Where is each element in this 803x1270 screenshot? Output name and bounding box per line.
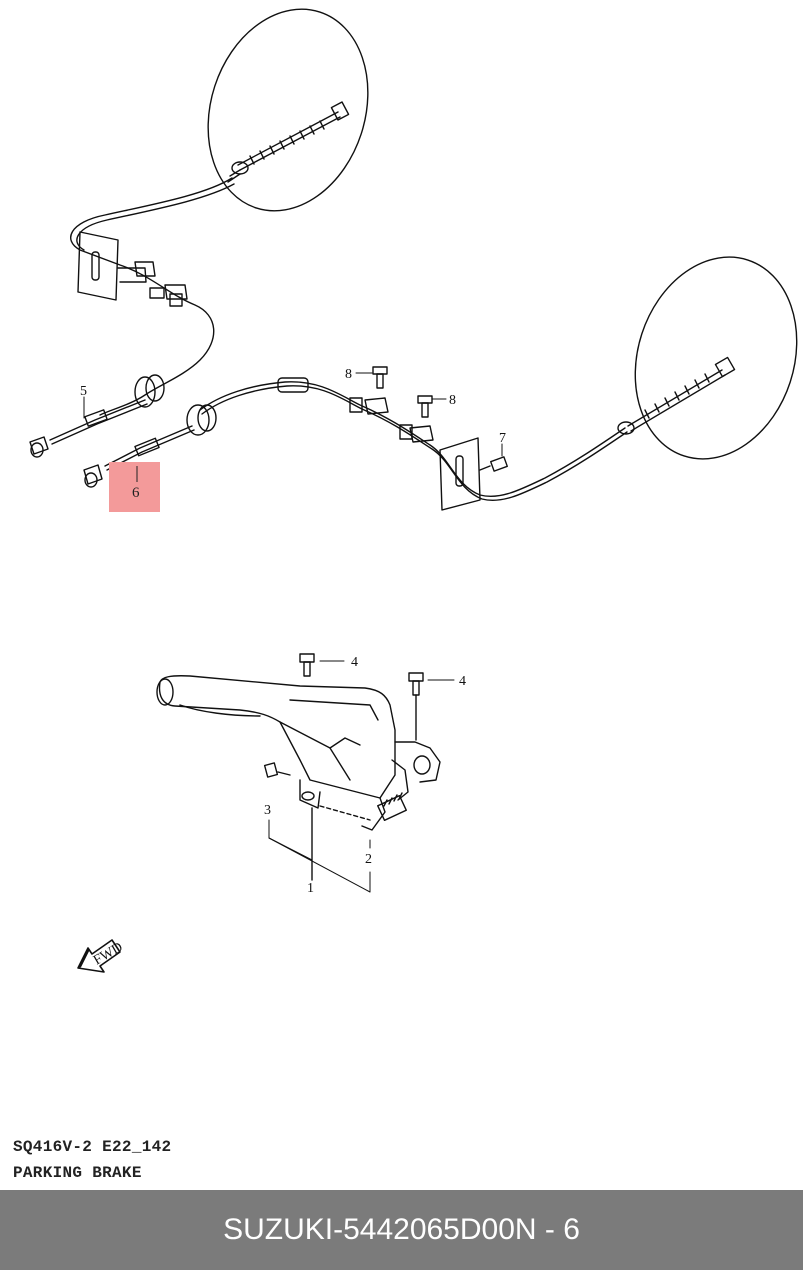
left-cable-clips xyxy=(134,261,188,307)
callout-8-right: 8 xyxy=(449,393,456,408)
right-cable xyxy=(199,381,626,497)
right-cable-clips xyxy=(349,397,434,443)
diagram-code: SQ416V-2 E22_142 xyxy=(13,1138,172,1156)
left-cable-end xyxy=(227,101,350,183)
right-cable-end xyxy=(617,356,736,435)
left-cable xyxy=(70,177,233,416)
callout-1: 1 xyxy=(307,881,314,896)
footer-separator: - xyxy=(333,1213,344,1246)
bolt-4-left xyxy=(299,653,315,677)
right-brake-drum xyxy=(634,256,798,460)
callout-5: 5 xyxy=(80,384,87,399)
bolt-3 xyxy=(263,762,291,778)
cable-5-end xyxy=(29,399,148,458)
highlight-box-part-6 xyxy=(109,462,160,512)
footer-brand: SUZUKI xyxy=(223,1213,334,1246)
callout-3: 3 xyxy=(264,803,271,818)
callout-7: 7 xyxy=(499,431,506,446)
footer-part-number: 5442065D00 xyxy=(343,1213,515,1246)
bolt-4-right xyxy=(408,672,424,741)
cable-coil-left xyxy=(134,374,217,436)
callout-8-left: 8 xyxy=(345,367,352,382)
bolt-8-right xyxy=(417,395,433,418)
footer-bar: SUZUKI - 5442065D00 N - 6 xyxy=(0,1190,803,1270)
fwd-arrow-icon xyxy=(77,939,121,973)
footer-position: N - 6 xyxy=(514,1213,580,1246)
parking-brake-lever xyxy=(156,675,441,881)
callout-2: 2 xyxy=(365,852,372,867)
callout-4-left: 4 xyxy=(351,655,358,670)
bolt-8-left xyxy=(372,366,388,389)
cable-grommet xyxy=(277,377,309,393)
right-bracket xyxy=(439,437,481,511)
left-brake-drum xyxy=(207,8,369,212)
diagram-title: PARKING BRAKE xyxy=(13,1164,142,1182)
ratchet xyxy=(377,794,407,822)
callout-6[interactable]: 6 xyxy=(132,485,140,501)
left-bracket xyxy=(77,231,147,301)
callout-4-right: 4 xyxy=(459,674,466,689)
bolt-7 xyxy=(479,456,508,472)
lower-leader-lines xyxy=(268,660,455,893)
parking-brake-diagram: FWD 5 6 8 8 7 4 4 3 2 1 xyxy=(29,8,798,973)
